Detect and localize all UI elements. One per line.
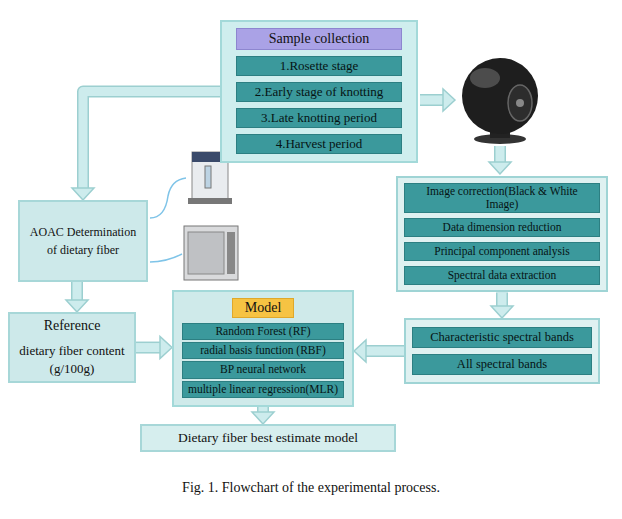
process-group: Image correction(Black & White Image) Dat… bbox=[396, 176, 608, 292]
step-row: multiple linear regression(MLR) bbox=[182, 381, 344, 398]
process-box: AOAC Determination of dietary fiber bbox=[18, 200, 148, 282]
step-row: BP neural network bbox=[182, 361, 344, 378]
arrow-head bbox=[354, 340, 366, 362]
step-row: radial basis function (RBF) bbox=[182, 342, 344, 359]
flow-connector bbox=[491, 292, 513, 318]
node-label: multiple linear regression(MLR) bbox=[188, 383, 338, 396]
arrow-shaft bbox=[71, 282, 83, 300]
step-row: 1.Rosette stage bbox=[236, 56, 402, 76]
node-label: AOAC Determination of dietary fiber bbox=[26, 223, 140, 259]
arrow-shaft bbox=[73, 282, 82, 300]
step-row: All spectral bands bbox=[412, 354, 592, 375]
node-label: Sample collection bbox=[236, 28, 402, 50]
step-row: Random Forest (RF) bbox=[182, 323, 344, 340]
leader-line bbox=[150, 254, 182, 262]
arrow-shaft bbox=[136, 342, 160, 354]
node-label: 4.Harvest period bbox=[276, 137, 363, 152]
flow-connector bbox=[354, 340, 404, 362]
step-row: Principal component analysis bbox=[404, 242, 600, 261]
node-label: BP neural network bbox=[220, 363, 306, 376]
step-row: 3.Late knotting period bbox=[236, 108, 402, 128]
node-label: Principal component analysis bbox=[434, 245, 569, 258]
arrow-shaft bbox=[498, 292, 507, 306]
arrow-shaft bbox=[136, 343, 160, 352]
step-row: 2.Early stage of knotting bbox=[236, 82, 402, 102]
flow-arrow bbox=[489, 146, 511, 174]
arrow-shaft bbox=[366, 347, 404, 356]
muffle-furnace bbox=[184, 226, 238, 280]
arrow-shaft bbox=[83, 92, 220, 189]
step-row: 4.Harvest period bbox=[236, 134, 402, 154]
node-label: All spectral bands bbox=[457, 357, 547, 371]
flow-connector bbox=[72, 92, 220, 201]
node-label: radial basis function (RBF) bbox=[200, 344, 326, 357]
flow-arrow bbox=[420, 89, 455, 111]
node-label: Dietary fiber best estimate model bbox=[178, 430, 358, 446]
arrow-head bbox=[491, 306, 513, 318]
result-box: Dietary fiber best estimate model bbox=[140, 424, 396, 452]
band-group: Characteristic spectral bandsAll spectra… bbox=[404, 318, 600, 384]
node-label: Reference bbox=[44, 318, 101, 334]
arrow-shaft bbox=[83, 92, 220, 189]
node-label: Data dimension reduction bbox=[443, 221, 562, 234]
arrow-head bbox=[66, 300, 88, 312]
node-label: Spectral data extraction bbox=[448, 269, 557, 282]
arrow-head bbox=[72, 188, 94, 200]
leader-line bbox=[150, 178, 186, 218]
model-group: ModelRandom Forest (RF) radial basis func… bbox=[172, 290, 354, 407]
node-label: 3.Late knotting period bbox=[261, 111, 377, 126]
arrow-shaft bbox=[366, 345, 404, 357]
node-label: Image correction(Black & White Image) bbox=[409, 185, 595, 211]
arrow-shaft bbox=[257, 407, 269, 412]
arrow-shaft bbox=[496, 292, 508, 306]
reference-box: Reference dietary fiber content (g/100g) bbox=[8, 312, 136, 383]
node-label: Model bbox=[232, 298, 295, 318]
node-body: dietary fiber content (g/100g) bbox=[16, 342, 128, 377]
flow-connector bbox=[252, 407, 274, 424]
flow-connector bbox=[66, 282, 88, 312]
arrow-shaft bbox=[259, 407, 268, 412]
step-row: Image correction(Black & White Image) bbox=[404, 183, 600, 213]
arrow-head bbox=[160, 337, 172, 359]
node-label: 2.Early stage of knotting bbox=[255, 85, 384, 100]
stage-group: Sample collection 1.Rosette stage 2.Early … bbox=[220, 20, 418, 163]
step-row: Spectral data extraction bbox=[404, 266, 600, 285]
step-row: Characteristic spectral bands bbox=[412, 327, 592, 348]
node-label: Random Forest (RF) bbox=[215, 325, 310, 338]
node-label: 1.Rosette stage bbox=[280, 59, 359, 74]
figure-caption: Fig. 1. Flowchart of the experimental pr… bbox=[0, 480, 622, 496]
node-label: Characteristic spectral bands bbox=[430, 330, 574, 344]
spectral-camera bbox=[462, 58, 538, 144]
arrow-head bbox=[252, 412, 274, 424]
step-row: Data dimension reduction bbox=[404, 218, 600, 237]
flow-connector bbox=[136, 337, 172, 359]
